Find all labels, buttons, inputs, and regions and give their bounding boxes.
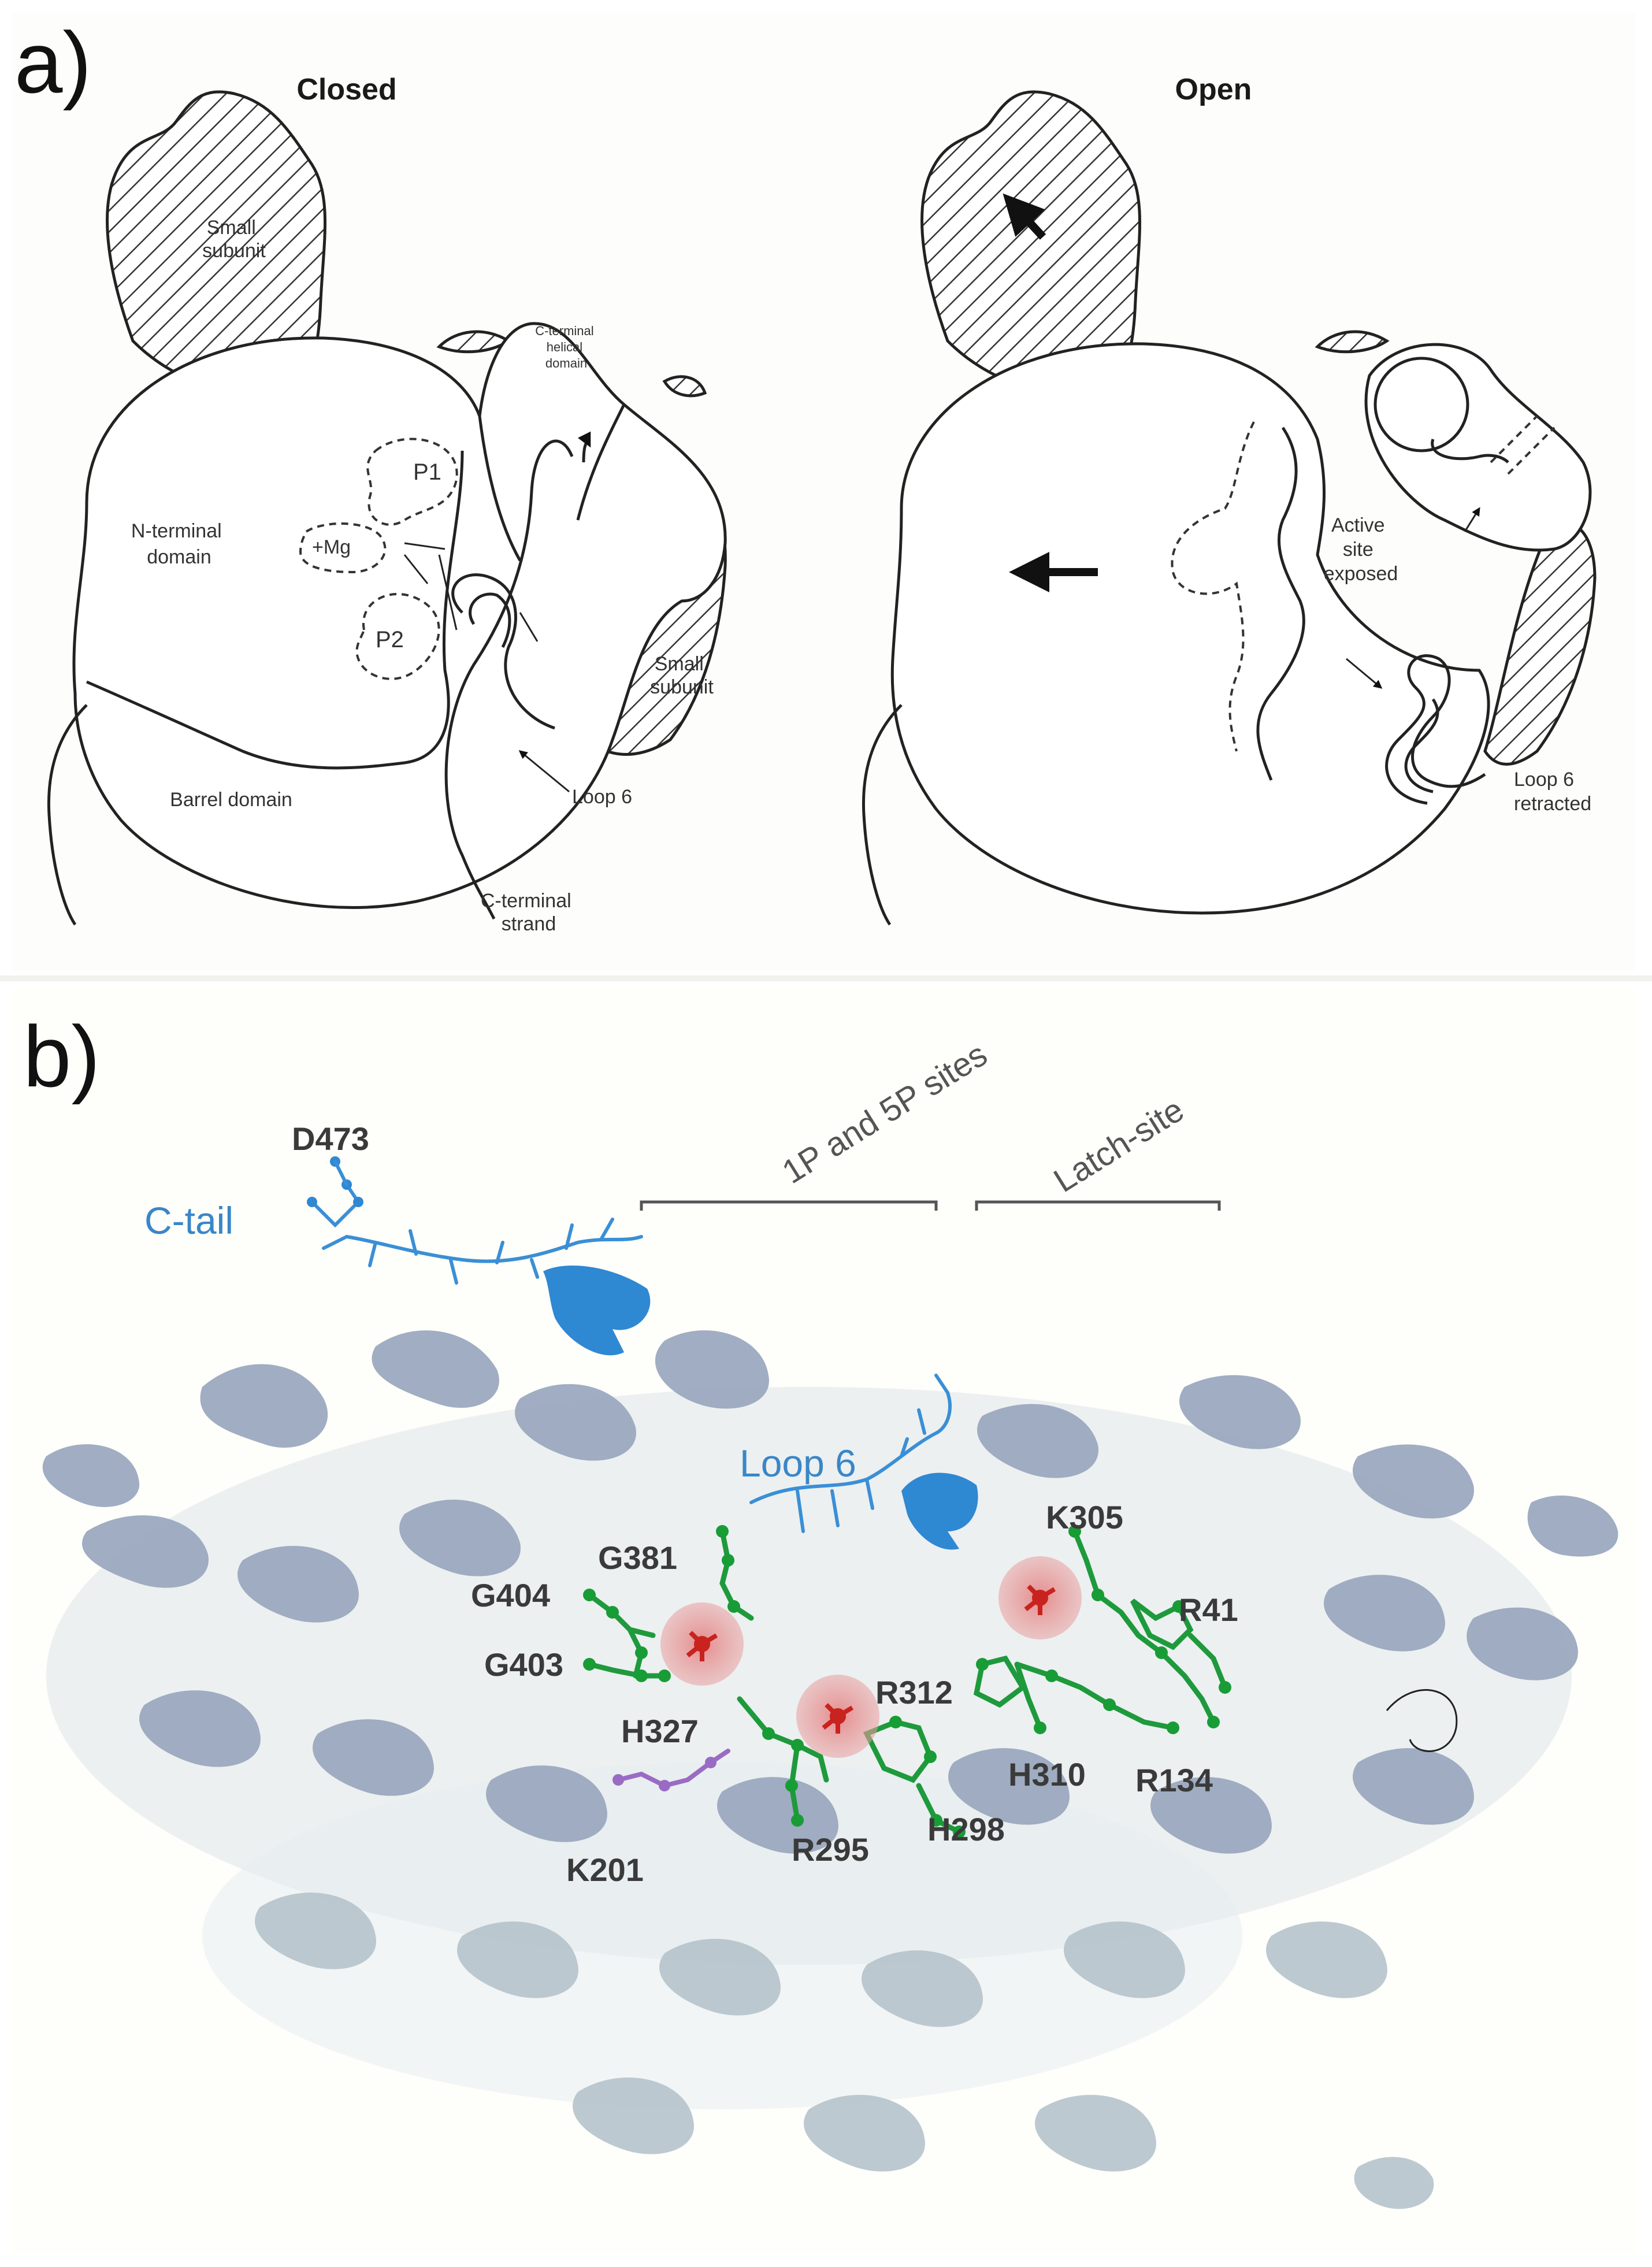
open-loop6-arrow	[1346, 658, 1383, 689]
residue-g404: G404	[471, 1577, 550, 1613]
closed-large-subunit	[72, 322, 727, 909]
open-subunit-arrow	[1003, 193, 1046, 240]
residue-h327: H327	[621, 1713, 699, 1749]
open-strand-end	[1431, 439, 1509, 463]
closed-loop6-label: Loop 6	[572, 786, 632, 808]
closed-mg-label: +Mg	[312, 536, 351, 558]
open-strand-detached	[1490, 415, 1556, 475]
residue-r295: R295	[792, 1831, 869, 1868]
panel-b-letter: b)	[23, 1008, 100, 1105]
closed-n-terminal-label: N-terminal domain	[131, 520, 227, 568]
residue-h298: H298	[927, 1811, 1005, 1847]
closed-mg-site	[299, 522, 387, 574]
open-n-tail	[862, 704, 903, 926]
residue-labels: K305 G381 G404 R41 G403 R312 H327 H310 R…	[471, 1499, 1238, 1888]
open-helical-circle	[1373, 357, 1469, 452]
closed-c-terminal-strand	[444, 439, 574, 920]
closed-n-tail	[47, 704, 88, 926]
closed-c-terminal-helical-label: C-terminal helical domain	[535, 324, 597, 370]
closed-loop6	[451, 573, 555, 730]
c-tail-label: C-tail	[144, 1199, 233, 1242]
panel-a: a) Closed Small subunit C-terminal helic…	[12, 12, 1635, 971]
panel-a-letter: a)	[14, 14, 91, 111]
open-hatch-small-top	[1315, 330, 1390, 354]
residue-r312: R312	[875, 1674, 953, 1711]
loop6-structure: Loop 6	[740, 1374, 978, 1550]
open-active-site-label: Active site exposed	[1324, 514, 1398, 585]
open-small-subunit-right	[1483, 522, 1597, 766]
closed-n-terminal-boundary	[86, 450, 464, 770]
open-loop6-label: Loop 6 retracted	[1514, 769, 1591, 815]
closed-p1-site	[366, 437, 458, 526]
open-loop6-coil	[1385, 654, 1486, 805]
residue-r41: R41	[1179, 1591, 1238, 1628]
bracket-latch	[975, 1200, 1221, 1211]
phosphate-ligands	[660, 1556, 1082, 1758]
residue-k305: K305	[1046, 1499, 1123, 1535]
closed-c-terminal-helical-outline	[478, 403, 626, 562]
residue-g381: G381	[598, 1539, 677, 1576]
closed-pointer-lines	[403, 542, 539, 642]
panel-b: b)	[12, 988, 1635, 2254]
open-state-diagram: Open Active site exposed	[862, 73, 1597, 926]
closed-state-diagram: Closed Small subunit C-terminal helical …	[47, 73, 727, 935]
closed-p1-label: P1	[413, 459, 441, 485]
residue-r134: R134	[1135, 1762, 1213, 1798]
loop6-label: Loop 6	[740, 1442, 856, 1485]
closed-small-subunit-top-label: Small subunit	[202, 217, 266, 262]
residue-d473: D473	[292, 1120, 369, 1157]
residue-h310: H310	[1008, 1756, 1086, 1793]
panel-divider	[0, 975, 1652, 981]
closed-p2-site	[355, 593, 440, 680]
residue-k201: K201	[566, 1852, 644, 1888]
open-title: Open	[1175, 73, 1252, 106]
open-active-site-dashed	[1171, 421, 1255, 752]
closed-p2-label: P2	[376, 627, 404, 652]
active-site-residues	[583, 1525, 1231, 1838]
closed-small-subunit-right-label: Small subunit	[650, 653, 714, 698]
open-large-subunit	[890, 342, 1490, 915]
bracket-1p-5p	[640, 1200, 938, 1211]
closed-barrel-label: Barrel domain	[170, 789, 292, 811]
residue-g403: G403	[484, 1646, 563, 1683]
open-strand-arrow	[1464, 507, 1480, 532]
closed-helix-end-arrow	[577, 431, 591, 463]
closed-loop6-pointer	[518, 750, 570, 793]
open-active-site-cleft	[1256, 426, 1305, 781]
closed-c-terminal-strand-label: C-terminal strand	[481, 890, 577, 935]
closed-title: Closed	[296, 73, 396, 106]
closed-hatch-small-right	[662, 375, 707, 398]
protein-cartoon	[42, 1330, 1618, 2209]
c-tail: C-tail D473	[144, 1120, 651, 1356]
